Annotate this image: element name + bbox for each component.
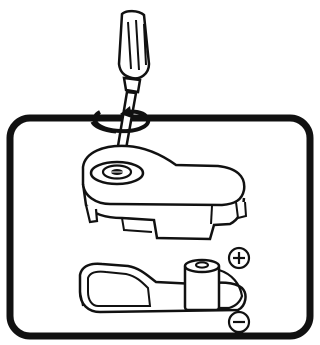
minus-symbol-icon (229, 312, 249, 332)
plus-symbol-icon (229, 248, 249, 268)
